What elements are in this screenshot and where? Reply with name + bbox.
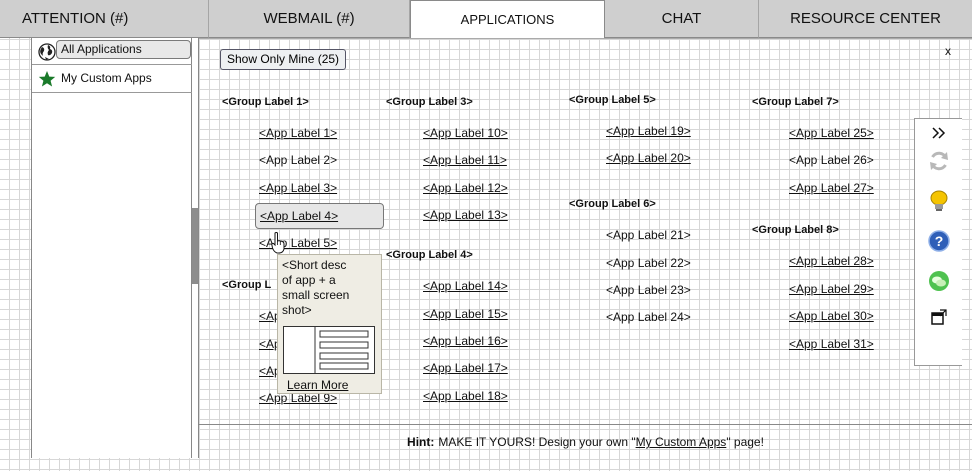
app-link[interactable]: <App Label 24>	[606, 310, 691, 324]
close-button[interactable]: x	[945, 44, 951, 58]
group-label: <Group Label 5>	[569, 94, 656, 106]
tab-applications[interactable]: APPLICATIONS	[410, 0, 605, 38]
app-link-hovered[interactable]: <App Label 4>	[255, 203, 384, 229]
app-link[interactable]: <App Label 22>	[606, 256, 691, 270]
app-link[interactable]: <App Label 17>	[423, 361, 508, 375]
sidebar-item-my-custom-apps-label: My Custom Apps	[61, 71, 152, 85]
my-custom-apps-link[interactable]: My Custom Apps	[635, 435, 727, 449]
app-link[interactable]: <App Label 13>	[423, 208, 508, 222]
group-label: <Group Label 7>	[752, 96, 839, 108]
app-link[interactable]: <App Label 20>	[606, 151, 691, 165]
splitter-grip[interactable]	[192, 208, 198, 284]
app-link[interactable]: <Ap	[259, 309, 281, 323]
app-tooltip: <Short desc of app + a small screen shot…	[277, 254, 382, 394]
top-tab-bar: ATTENTION (#) WEBMAIL (#) APPLICATIONS C…	[0, 0, 972, 38]
group-label: <Group Label 4>	[386, 249, 473, 261]
group-label: <Group Label 3>	[386, 96, 473, 108]
tab-attention-label: ATTENTION (#)	[22, 10, 129, 27]
app-link[interactable]: <App Label 25>	[789, 126, 874, 140]
group-label: <Group Label 8>	[752, 224, 839, 236]
app-link[interactable]: <App Label 30>	[789, 309, 874, 323]
tooltip-screenshot-thumbnail	[283, 326, 375, 374]
side-toolbar: ?	[914, 118, 962, 366]
app-link[interactable]: <App Label 10>	[423, 126, 508, 140]
sidebar-item-all-applications-label: All Applications	[56, 40, 191, 59]
screenshot-placeholder-icon	[314, 327, 369, 373]
hand-cursor-icon	[271, 232, 285, 254]
tooltip-line: small screen	[282, 288, 350, 302]
app-link[interactable]: <App Label 19>	[606, 124, 691, 138]
tooltip-line: of app + a	[282, 273, 336, 287]
chat-icon[interactable]	[927, 269, 951, 293]
tab-attention[interactable]: ATTENTION (#)	[0, 0, 209, 38]
expand-icon[interactable]	[927, 121, 951, 145]
app-link[interactable]: <App Label 9>	[259, 391, 338, 405]
refresh-icon[interactable]	[927, 149, 951, 173]
tab-resource-center-label: RESOURCE CENTER	[790, 10, 941, 27]
app-link[interactable]: <App Label 31>	[789, 337, 874, 351]
app-link[interactable]: <App Label 26>	[789, 153, 874, 167]
help-icon[interactable]: ?	[927, 229, 951, 253]
app-link[interactable]: <App Label 23>	[606, 283, 691, 297]
learn-more-link[interactable]: Learn More	[287, 378, 349, 392]
app-link[interactable]: <App Label 14>	[423, 279, 508, 293]
hint-text: MAKE IT YOURS! Design your own "	[438, 435, 636, 449]
app-link[interactable]: <App Label 29>	[789, 282, 874, 296]
app-link[interactable]: <App Label 1>	[259, 126, 338, 140]
tab-applications-label: APPLICATIONS	[460, 12, 555, 27]
group-label: <Group L	[222, 279, 272, 291]
tooltip-line: <Short desc	[282, 258, 347, 272]
tab-webmail-label: WEBMAIL (#)	[263, 10, 355, 27]
sidebar-item-my-custom-apps[interactable]: My Custom Apps	[32, 65, 192, 93]
group-label: <Group Label 1>	[222, 96, 309, 108]
app-link[interactable]: <App Label 27>	[789, 181, 874, 195]
show-only-mine-button[interactable]: Show Only Mine (25)	[220, 49, 347, 70]
tab-webmail[interactable]: WEBMAIL (#)	[209, 0, 410, 38]
applications-panel: x Show Only Mine (25) <Group Label 1> <A…	[199, 38, 972, 458]
svg-text:?: ?	[935, 233, 944, 249]
app-link[interactable]: <App Label 12>	[423, 181, 508, 195]
group-label: <Group Label 6>	[569, 198, 656, 210]
hint-bar: Hint: MAKE IT YOURS! Design your own " M…	[199, 424, 972, 459]
app-link[interactable]: <App Label 15>	[423, 307, 508, 321]
star-icon	[38, 71, 56, 87]
hint-bold-label: Hint:	[407, 435, 435, 449]
app-link[interactable]: <App Label 11>	[423, 153, 507, 167]
tab-resource-center[interactable]: RESOURCE CENTER	[759, 0, 972, 38]
app-link[interactable]: <App Label 16>	[423, 334, 508, 348]
tab-chat-label: CHAT	[661, 10, 702, 27]
app-link[interactable]: <Ap	[259, 364, 281, 378]
hint-text: " page!	[726, 435, 764, 449]
popout-icon[interactable]	[927, 305, 951, 329]
app-link[interactable]: <Ap	[259, 337, 281, 351]
app-link[interactable]: <App Label 3>	[259, 181, 338, 195]
globe-icon	[38, 43, 56, 61]
sidebar-splitter[interactable]	[192, 38, 199, 458]
sidebar: All Applications My Custom Apps	[31, 38, 192, 458]
app-link[interactable]: <App Label 18>	[423, 389, 508, 403]
app-link[interactable]: <App Label 21>	[606, 228, 691, 242]
lightbulb-icon[interactable]	[927, 189, 951, 213]
sidebar-item-all-applications[interactable]: All Applications	[32, 38, 192, 65]
app-link[interactable]: <App Label 2>	[259, 153, 338, 167]
tab-chat[interactable]: CHAT	[605, 0, 759, 38]
tooltip-description: <Short desc of app + a small screen shot…	[282, 258, 378, 318]
app-link[interactable]: <App Label 28>	[789, 254, 874, 268]
tooltip-line: shot>	[282, 303, 312, 317]
